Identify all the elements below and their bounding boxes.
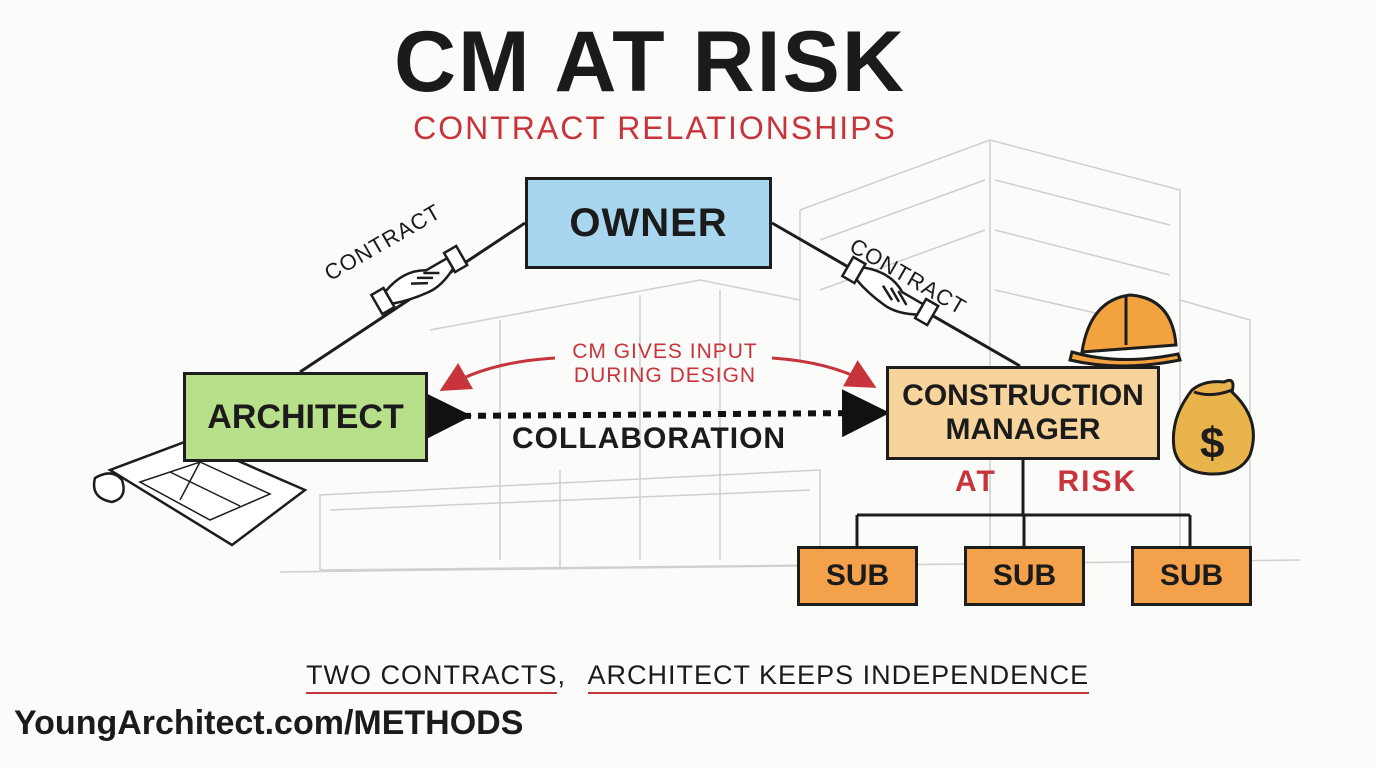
at-risk-word-risk: RISK [1057, 465, 1138, 498]
sub-box-1: SUB [797, 546, 918, 606]
page-title: CM AT RISK [393, 14, 907, 110]
handshake-icon [369, 244, 469, 316]
money-bag-icon: $ [1171, 378, 1255, 476]
footer-separator: , [557, 660, 566, 690]
brand-url: YoungArchitect.com/METHODS [14, 704, 524, 742]
sub-label-1: SUB [825, 559, 890, 592]
cm-input-note: CM GIVES INPUT DURING DESIGN [572, 340, 758, 387]
footer-summary: TWO CONTRACTS, ARCHITECT KEEPS INDEPENDE… [306, 660, 1090, 694]
sub-label-3: SUB [1159, 559, 1224, 592]
architect-label: ARCHITECT [207, 397, 404, 436]
footer-part-2: ARCHITECT KEEPS INDEPENDENCE [587, 660, 1090, 694]
at-risk-word-at: AT [955, 465, 997, 498]
sub-box-2: SUB [964, 546, 1085, 606]
sub-connector-tree [855, 460, 1192, 546]
svg-text:$: $ [1200, 419, 1224, 468]
collaboration-dotted-line [423, 389, 890, 441]
owner-box: OWNER [525, 177, 772, 269]
architect-box: ARCHITECT [183, 372, 428, 462]
handshake-icon [840, 255, 940, 327]
collaboration-label: COLLABORATION [512, 422, 787, 455]
cm-input-arrow-left [439, 356, 556, 391]
footer-part-1: TWO CONTRACTS [306, 660, 558, 694]
construction-manager-box: CONSTRUCTION MANAGER [886, 366, 1160, 460]
cm-input-arrow-right [771, 356, 877, 388]
construction-manager-label: CONSTRUCTION MANAGER [902, 379, 1144, 446]
hard-hat-icon [1068, 293, 1182, 368]
owner-label: OWNER [569, 200, 728, 245]
at-risk-label: AT RISK [955, 465, 1137, 499]
sub-label-2: SUB [992, 559, 1057, 592]
sub-box-3: SUB [1131, 546, 1252, 606]
page-subtitle: CONTRACT RELATIONSHIPS [413, 110, 897, 146]
blueprint-icon [92, 438, 308, 547]
